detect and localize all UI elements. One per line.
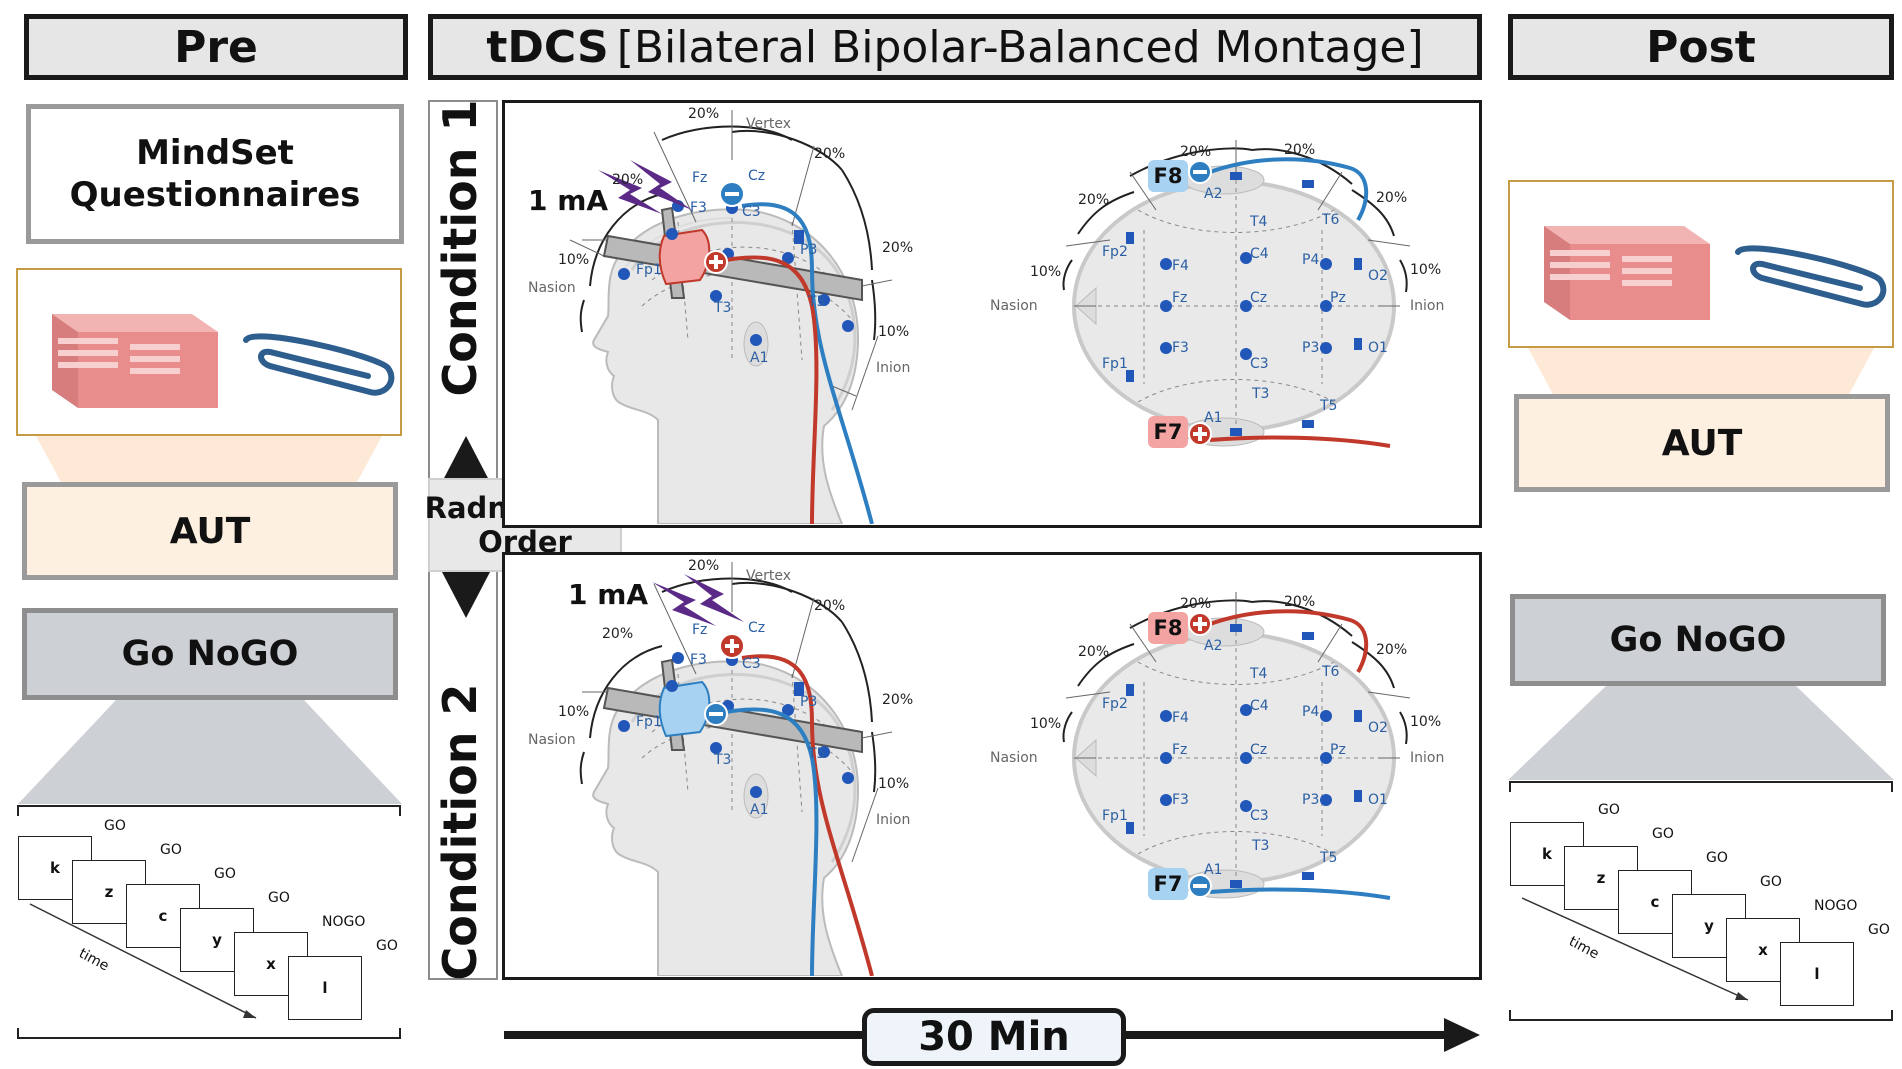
minus-icon — [704, 702, 728, 726]
c1-current-label: 1 mA — [528, 184, 609, 217]
post-task-label-1: GO — [1598, 802, 1620, 818]
questionnaire-line2: Questionnaires — [69, 175, 361, 215]
post-task-label-5: NOGO — [1814, 898, 1858, 914]
header-tdcs-bold: tDCS — [486, 21, 609, 73]
condition-2-label: Condition 2 — [433, 683, 487, 981]
header-tdcs-light: [Bilateral Bipolar-Balanced Montage] — [616, 21, 1424, 73]
questionnaire-line1: MindSet — [136, 133, 294, 173]
pre-task-label-2: GO — [160, 842, 182, 858]
pre-gonogo-text: Go NoGO — [121, 634, 299, 674]
header-post-text: Post — [1646, 21, 1756, 73]
header-pre: Pre — [24, 14, 408, 80]
post-aut-objects — [1544, 226, 1887, 320]
double-arrow-icon — [442, 436, 490, 618]
paperclip-icon — [1735, 245, 1887, 308]
pre-aut-box: AUT — [22, 482, 398, 580]
lightning-icon — [652, 574, 744, 626]
pre-task-label-4: GO — [268, 890, 290, 906]
plus-icon — [704, 250, 728, 274]
duration-box: 30 Min — [862, 1008, 1126, 1066]
pre-task-label-5: NOGO — [322, 914, 366, 930]
c1-f7-electrode: F7 — [1148, 416, 1188, 448]
pre-gonogo-box: Go NoGO — [22, 608, 398, 700]
paperclip-icon — [243, 333, 395, 396]
post-aut-box: AUT — [1514, 394, 1890, 492]
post-gonogo-connector — [1508, 686, 1894, 780]
post-task-label-2: GO — [1652, 826, 1674, 842]
duration-text: 30 Min — [918, 1014, 1070, 1060]
lightning-icon — [598, 160, 692, 214]
pre-gonogo-task: k GO z GO c GO y GO x NOGO l GO time — [16, 804, 402, 1042]
post-gonogo-text: Go NoGO — [1609, 620, 1787, 660]
plus-icon — [719, 633, 745, 659]
c2-top-head: F8 F7 20% 20% 20% 20% 10% 10% Nasion Ini… — [990, 562, 1470, 976]
c2-side-head: 1 mA 20% 20% 20% 20% 10% 10% Vertex Nasi… — [512, 558, 972, 976]
c1-f8-electrode: F8 — [1148, 160, 1188, 192]
head-side-icon — [569, 110, 893, 524]
pre-task-label-1: GO — [104, 818, 126, 834]
post-gonogo-task: k GO z GO c GO y GO x NOGO l GO time — [1508, 780, 1894, 1024]
head-top-icon — [1062, 592, 1411, 900]
plus-icon — [1188, 422, 1212, 446]
pre-aut-objects — [52, 314, 395, 408]
c1-top-head: F8 F7 20% 20% 20% 20% 10% 10% Nasion Ini… — [990, 110, 1470, 524]
post-task-label-3: GO — [1706, 850, 1728, 866]
head-side-icon — [579, 562, 893, 976]
eraser-icon — [1544, 226, 1710, 320]
post-aut-image-box — [1508, 180, 1894, 348]
plus-icon — [1188, 612, 1212, 636]
header-post: Post — [1508, 14, 1894, 80]
c2-f8-electrode: F8 — [1148, 612, 1188, 644]
header-tdcs: tDCS [Bilateral Bipolar-Balanced Montage… — [428, 14, 1482, 80]
c2-current-label: 1 mA — [568, 578, 649, 611]
post-aut-text: AUT — [1661, 422, 1743, 464]
minus-icon — [719, 181, 745, 207]
condition-1-label: Condition 1 — [433, 99, 487, 397]
c1-side-head: 1 mA 20% 20% 20% 20% 10% 10% Vertex Nasi… — [512, 106, 972, 524]
header-pre-text: Pre — [174, 21, 258, 73]
head-top-icon — [1062, 140, 1411, 448]
pre-aut-image-box — [16, 268, 402, 436]
post-aut-connector — [1528, 348, 1874, 396]
pre-task-label-6: GO — [376, 938, 398, 954]
post-task-label-4: GO — [1760, 874, 1782, 890]
minus-icon — [1188, 874, 1212, 898]
questionnaire-box: MindSet Questionnaires — [26, 104, 404, 244]
post-gonogo-box: Go NoGO — [1510, 594, 1886, 686]
pre-aut-connector — [36, 436, 382, 484]
pre-aut-text: AUT — [169, 510, 251, 552]
pre-task-card-6: l — [288, 956, 362, 1020]
c2-f7-electrode: F7 — [1148, 868, 1188, 900]
post-task-label-6: GO — [1868, 922, 1890, 938]
pre-task-label-3: GO — [214, 866, 236, 882]
eraser-icon — [52, 314, 218, 408]
post-task-card-6: l — [1780, 942, 1854, 1006]
minus-icon — [1188, 160, 1212, 184]
pre-gonogo-connector — [18, 700, 402, 804]
